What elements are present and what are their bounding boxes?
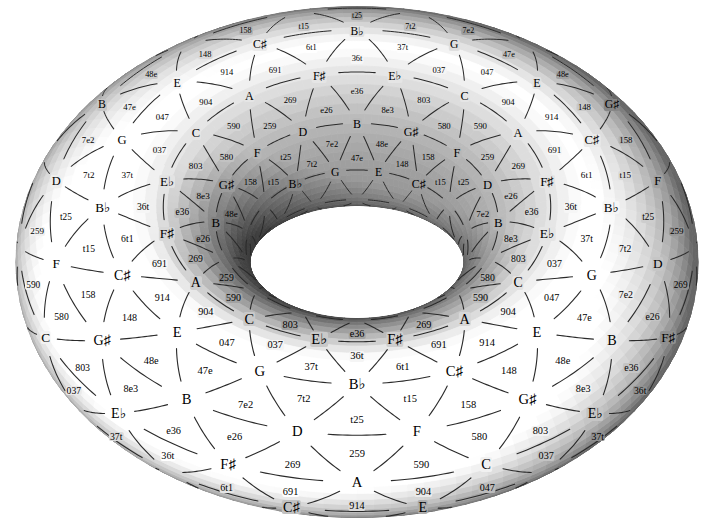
torus-figure: C♯EGB♭t1514847e7t2t157e2t2515848e7e2t251… xyxy=(0,0,713,526)
